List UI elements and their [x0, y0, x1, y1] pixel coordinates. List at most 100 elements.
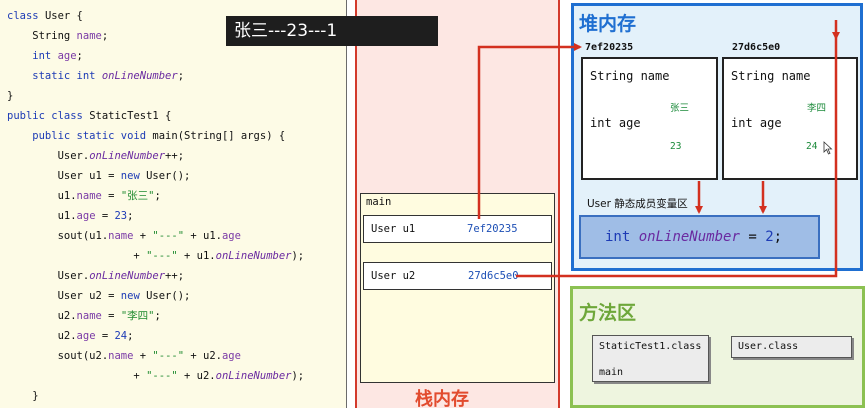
panel-divider: [346, 0, 347, 408]
code-token: + u2.: [184, 350, 222, 362]
code-token: }: [7, 390, 39, 402]
var-name: User u2: [371, 270, 416, 282]
code-line: class User {: [7, 9, 83, 23]
code-token: "张三": [120, 190, 155, 202]
code-token: 23: [114, 210, 128, 222]
object-value-age: 23: [670, 141, 682, 152]
code-token: u1.: [7, 210, 77, 222]
code-token: age: [57, 50, 77, 62]
code-token: "---": [152, 350, 185, 362]
heap-object-u1: String name 张三 int age 23: [581, 57, 718, 180]
mouse-pointer-icon: [823, 141, 833, 155]
class-box-statictest1: StaticTest1.class main: [592, 335, 709, 382]
code-line: u2.name = "李四";: [7, 309, 161, 323]
stack-var-u2: User u2 27d6c5e0: [363, 262, 552, 290]
code-token: ;: [154, 190, 161, 202]
stack-memory-title: 栈内存: [415, 389, 469, 410]
var-name: User u1: [371, 223, 416, 235]
code-token: +: [7, 370, 147, 382]
code-token: +: [133, 230, 153, 242]
static-field-name: onLineNumber: [638, 229, 740, 245]
code-token: sout(u1.: [7, 230, 109, 242]
code-token: User.: [7, 150, 90, 162]
code-token: name: [76, 30, 102, 42]
code-token: User.: [7, 270, 90, 282]
object-field-name: String name: [590, 69, 669, 83]
code-token: name: [108, 350, 134, 362]
code-token: +: [133, 350, 153, 362]
code-token: ++;: [165, 270, 185, 282]
code-token: "李四": [120, 310, 155, 322]
code-line: User.onLineNumber++;: [7, 149, 184, 163]
code-line: sout(u1.name + "---" + u1.age: [7, 229, 241, 243]
code-token: "---": [146, 250, 178, 262]
code-token: 24: [114, 330, 128, 342]
object-value-name: 张三: [670, 103, 690, 114]
static-value: 2: [765, 229, 774, 245]
code-token: name: [76, 190, 102, 202]
code-token: ;: [101, 30, 109, 42]
code-token: + u1.: [177, 250, 216, 262]
code-token: onLineNumber: [215, 370, 292, 382]
code-token: +: [7, 250, 147, 262]
static-area-label: User 静态成员变量区: [587, 198, 688, 210]
code-token: onLineNumber: [89, 150, 166, 162]
class-box-user: User.class: [731, 336, 852, 358]
code-line: + "---" + u2.onLineNumber);: [7, 369, 304, 383]
class-method: main: [599, 367, 624, 378]
code-token: int: [7, 50, 58, 62]
code-token: onLineNumber: [101, 70, 178, 82]
object-field-age: int age: [590, 116, 641, 130]
code-line: User u1 = new User();: [7, 169, 191, 183]
code-token: =: [101, 190, 121, 202]
code-line: public class StaticTest1 {: [7, 109, 171, 123]
code-token: name: [76, 310, 102, 322]
object-address-label: 27d6c5e0: [732, 42, 781, 53]
code-token: ;: [154, 310, 161, 322]
code-token: new: [120, 170, 147, 182]
code-token: ;: [177, 70, 185, 82]
code-line: }: [7, 89, 13, 103]
code-line: u2.age = 24;: [7, 329, 134, 343]
stack-var-u1: User u1 7ef20235: [363, 215, 552, 243]
code-token: onLineNumber: [215, 250, 292, 262]
code-token: onLineNumber: [89, 270, 166, 282]
field-decl: String name: [590, 69, 670, 83]
code-line: u1.name = "张三";: [7, 189, 161, 203]
code-token: User u1 =: [7, 170, 121, 182]
code-line: u1.age = 23;: [7, 209, 134, 223]
code-token: sout(u2.: [7, 350, 109, 362]
code-token: u2.: [7, 310, 77, 322]
var-address: 27d6c5e0: [468, 270, 519, 282]
main-frame-label: main: [366, 196, 392, 208]
method-area-title: 方法区: [579, 302, 637, 324]
code-line: }: [7, 389, 39, 403]
code-token: String: [7, 30, 77, 42]
code-line: + "---" + u1.onLineNumber);: [7, 249, 304, 263]
code-token: public static void: [7, 130, 153, 142]
code-token: ;: [127, 330, 134, 342]
code-token: + u2.: [177, 370, 216, 382]
console-output: 张三---23---1: [226, 16, 438, 46]
code-token: u2.: [7, 330, 77, 342]
code-token: }: [7, 90, 14, 102]
code-token: static int: [7, 70, 102, 82]
code-token: age: [76, 330, 96, 342]
class-name: User.class: [738, 341, 799, 352]
code-token: User();: [146, 290, 191, 302]
code-editor-panel: class User { String name; int age; stati…: [0, 0, 346, 408]
code-line: static int onLineNumber;: [7, 69, 184, 83]
u2-reference-arrow: [516, 20, 840, 278]
code-token: age: [221, 350, 241, 362]
code-token: StaticTest1 {: [89, 110, 172, 122]
static-type: int: [605, 229, 631, 245]
code-token: User u2 =: [7, 290, 121, 302]
code-token: age: [221, 230, 241, 242]
code-token: User {: [44, 10, 83, 22]
code-token: age: [76, 210, 96, 222]
code-token: ;: [127, 210, 134, 222]
code-token: =: [95, 210, 115, 222]
code-line: User u2 = new User();: [7, 289, 191, 303]
code-token: name: [108, 230, 134, 242]
